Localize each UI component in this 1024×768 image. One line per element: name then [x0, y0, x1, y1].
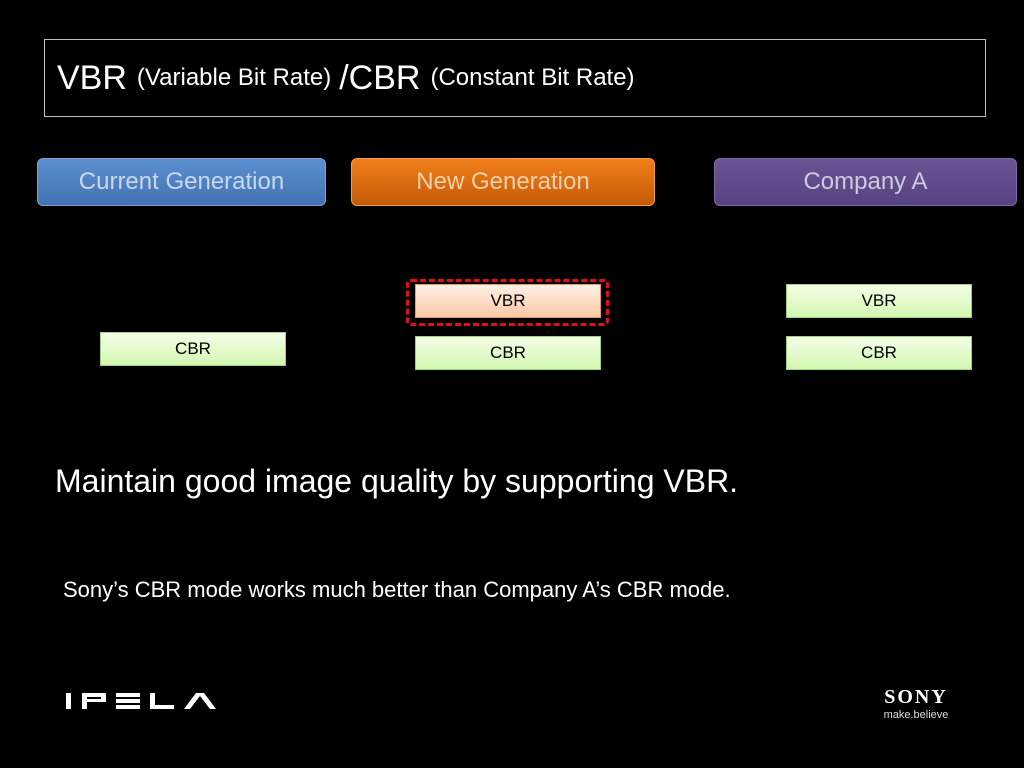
new-generation-header: New Generation — [351, 158, 655, 206]
sub-message: Sony’s CBR mode works much better than C… — [63, 577, 731, 602]
vbr-highlight-outline — [406, 279, 609, 326]
title-cbr-desc: (Constant Bit Rate) — [430, 64, 635, 91]
new-cbr-box: CBR — [415, 336, 601, 370]
main-message: Maintain good image quality by supportin… — [55, 463, 739, 499]
title-vbr: VBR — [57, 58, 127, 97]
company-a-header: Company A — [714, 158, 1017, 206]
title-vbr-desc: (Variable Bit Rate) — [136, 64, 332, 91]
sony-logo: SONY — [884, 686, 948, 708]
title-cbr: CBR — [348, 58, 421, 97]
sony-tagline: make.believe — [883, 709, 949, 721]
current-generation-header: Current Generation — [37, 158, 326, 206]
new-vbr-box: VBR — [415, 284, 601, 318]
company-a-vbr-box: VBR — [786, 284, 972, 318]
ipela-logo — [66, 693, 216, 709]
current-cbr-box: CBR — [100, 332, 286, 366]
slide-title: VBR (Variable Bit Rate) / CBR (Constant … — [44, 39, 986, 117]
company-a-cbr-box: CBR — [786, 336, 972, 370]
title-separator: / — [339, 58, 349, 97]
